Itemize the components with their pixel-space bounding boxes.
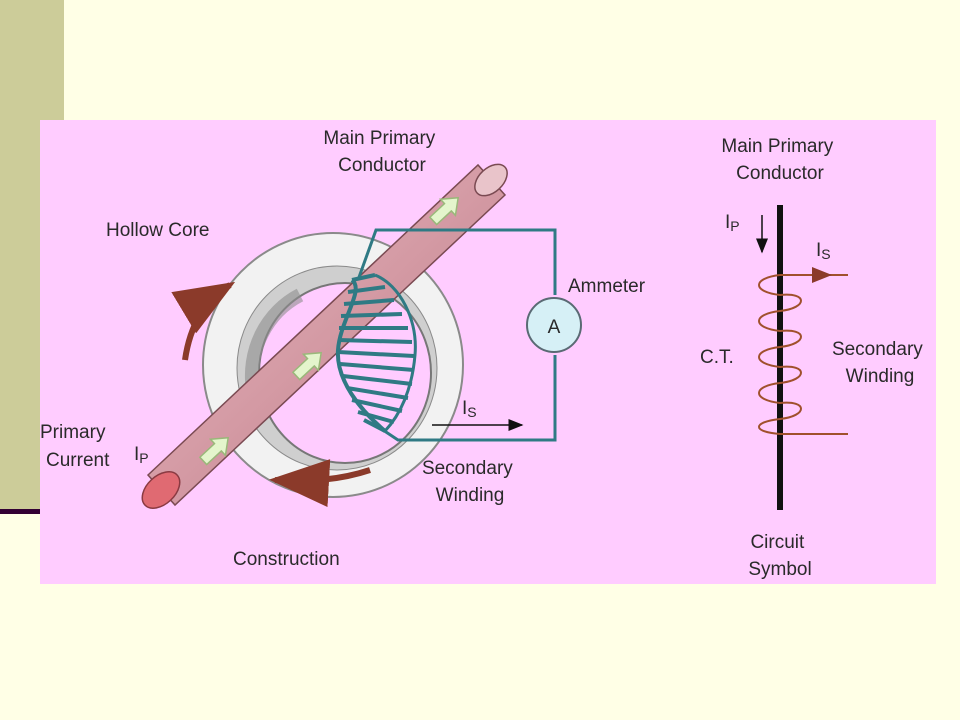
ct-diagram: A Main Primary Conductor Hollow Core Amm… [40,128,928,580]
primary-current-label: Primary Current [40,422,111,471]
circuit-symbol-caption: Circuit Symbol [748,532,811,580]
secondary-leads [356,228,557,442]
secondary-winding-label-construction: Secondary Winding [422,458,518,506]
main-primary-conductor-rod [141,163,508,509]
ammeter-meter: A [526,297,582,353]
construction-caption: Construction [233,549,340,570]
core-flux-arrow-lower [269,459,371,508]
secondary-winding-coil [335,273,417,433]
core-flux-arrow-upper [171,281,236,361]
main-primary-conductor-label-symbol: Main Primary Conductor [721,136,838,184]
ct-label: C.T. [700,347,734,368]
ip-label-construction: IP [134,444,149,466]
ct-circuit-symbol: Main Primary Conductor IP IS C.T. Second… [700,136,928,580]
is-label-symbol: IS [816,240,831,262]
ammeter-label: Ammeter [568,276,646,297]
ct-coil [758,267,848,435]
ct-construction: A Main Primary Conductor Hollow Core Amm… [40,128,646,570]
secondary-winding-label-symbol: Secondary Winding [832,339,928,387]
slide-side-rule [0,509,40,514]
main-primary-conductor-label: Main Primary Conductor [323,128,440,176]
hollow-core-label: Hollow Core [106,220,209,241]
ip-label-symbol: IP [725,212,740,234]
ct-diagram-panel: A Main Primary Conductor Hollow Core Amm… [40,120,936,584]
is-label-construction: IS [462,398,477,420]
ammeter-symbol: A [548,317,561,338]
